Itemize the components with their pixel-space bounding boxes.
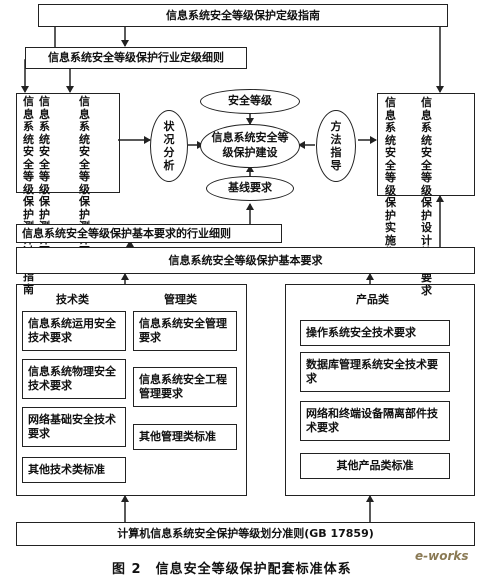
product-item-os-security: 操作系统安全技术要求: [300, 320, 450, 346]
tech-item-network-security-label: 网络基础安全技术要求: [28, 413, 116, 440]
baseline-ellipse: 基线要求: [206, 176, 294, 201]
gb17859-box: 计算机信息系统安全保护等级划分准则(GB 17859): [16, 522, 475, 546]
watermark-logo: e-works: [415, 549, 469, 563]
right-standards-group: [377, 93, 475, 196]
grading-guide-label: 信息系统安全等级保护定级指南: [166, 8, 320, 22]
method-guidance-ellipse: 方法指导: [316, 110, 356, 182]
tech-item-other: 其他技术类标准: [22, 457, 126, 483]
tech-mgmt-group: [16, 284, 247, 496]
tech-header: 技术类: [56, 293, 89, 306]
protection-construction-label: 信息系统安全等级保护建设: [211, 131, 289, 159]
industry-grading-box: 信息系统安全等级保护行业定级细则: [25, 47, 247, 69]
tech-item-app-security: 信息系统运用安全技术要求: [22, 311, 126, 351]
basic-requirements-label: 信息系统安全等级保护基本要求: [168, 253, 323, 267]
figure-caption: 图 2 信息安全等级保护配套标准体系: [112, 562, 352, 577]
basic-requirements-box: 信息系统安全等级保护基本要求: [16, 247, 475, 274]
right-column-1: 信息系统安全等级保护实施指南: [385, 96, 396, 271]
gb17859-label: 计算机信息系统安全保护等级划分准则(GB 17859): [117, 527, 374, 541]
mgmt-header: 管理类: [164, 293, 197, 306]
status-analysis-ellipse: 状况分析: [150, 110, 188, 182]
protection-construction-ellipse: 信息系统安全等级保护建设: [200, 124, 300, 168]
tech-item-physical-security: 信息系统物理安全技术要求: [22, 359, 126, 399]
left-column-dup: 信息系统安全等级保护测评要求: [79, 95, 90, 270]
mgmt-item-other: 其他管理类标准: [133, 424, 237, 450]
mgmt-item-engineering-mgmt: 信息系统安全工程管理要求: [133, 367, 237, 407]
product-group: [285, 284, 475, 496]
mgmt-item-other-label: 其他管理类标准: [139, 430, 216, 444]
product-item-db-security: 数据库管理系统安全技术要求: [300, 352, 450, 392]
method-guidance-label: 方法指导: [330, 120, 342, 172]
left-column-2: 信息系统安全等级保护测评要求: [39, 95, 50, 270]
mgmt-item-security-mgmt: 信息系统安全管理要求: [133, 311, 237, 351]
status-analysis-label: 状况分析: [163, 120, 175, 172]
product-item-db-security-label: 数据库管理系统安全技术要求: [306, 358, 438, 385]
tech-item-network-security: 网络基础安全技术要求: [22, 407, 126, 447]
tech-item-physical-security-label: 信息系统物理安全技术要求: [28, 365, 116, 392]
industry-grading-label: 信息系统安全等级保护行业定级细则: [48, 51, 224, 65]
security-level-label: 安全等级: [228, 94, 272, 108]
mgmt-item-engineering-mgmt-label: 信息系统安全工程管理要求: [139, 373, 227, 400]
security-level-ellipse: 安全等级: [200, 89, 300, 114]
industry-basic-label: 信息系统安全等级保护基本要求的行业细则: [22, 226, 231, 240]
grading-guide-box: 信息系统安全等级保护定级指南: [38, 4, 448, 27]
tech-item-app-security-label: 信息系统运用安全技术要求: [28, 317, 116, 344]
product-header: 产品类: [356, 293, 389, 306]
product-item-other-label: 其他产品类标准: [336, 459, 414, 473]
industry-basic-box: 信息系统安全等级保护基本要求的行业细则: [16, 224, 282, 243]
baseline-label: 基线要求: [228, 181, 272, 195]
tech-item-other-label: 其他技术类标准: [28, 463, 105, 477]
product-item-network-isolation-label: 网络和终端设备隔离部件技术要求: [306, 407, 438, 434]
product-item-network-isolation: 网络和终端设备隔离部件技术要求: [300, 401, 450, 441]
product-item-other: 其他产品类标准: [300, 453, 450, 479]
product-item-os-security-label: 操作系统安全技术要求: [306, 326, 416, 340]
mgmt-item-security-mgmt-label: 信息系统安全管理要求: [139, 317, 227, 344]
left-standards-group: [16, 93, 120, 193]
